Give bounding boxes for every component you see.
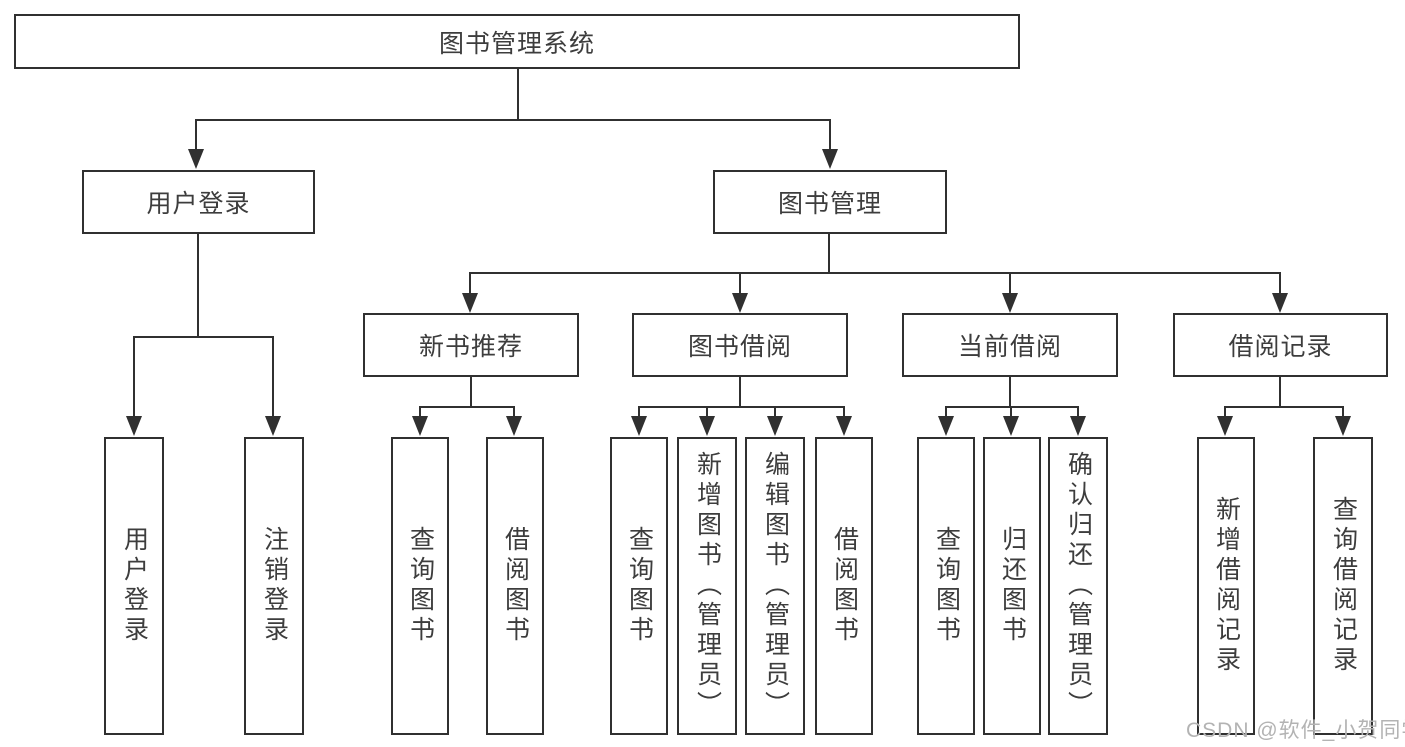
connector-line <box>517 68 519 119</box>
leaf-add-borrow-record: 新增借阅记录 <box>1197 437 1255 735</box>
leaf-borrow-books-recommend: 借阅图书 <box>486 437 544 735</box>
node-book-borrowing: 图书借阅 <box>632 313 848 377</box>
leaf-label: 新增借阅记录 <box>1212 496 1241 676</box>
arrow-down-icon <box>938 406 954 436</box>
leaf-query-borrow-record: 查询借阅记录 <box>1313 437 1373 735</box>
arrow-down-icon <box>412 406 428 436</box>
leaf-label: 编辑图书（管理员） <box>761 451 790 721</box>
arrow-down-icon <box>1335 406 1351 436</box>
node-new-book-recommend: 新书推荐 <box>363 313 579 377</box>
arrow-down-icon <box>1003 406 1019 436</box>
arrow-down-icon <box>836 406 852 436</box>
node-book-management: 图书管理 <box>713 170 947 234</box>
node-borrowing-records: 借阅记录 <box>1173 313 1388 377</box>
leaf-label: 查询图书 <box>625 526 654 646</box>
arrow-down-icon <box>1272 272 1288 313</box>
leaf-add-books-admin: 新增图书（管理员） <box>677 437 737 735</box>
connector-line <box>945 406 1079 408</box>
leaf-label: 查询图书 <box>932 526 961 646</box>
connector-line <box>1224 406 1344 408</box>
leaf-logout-login: 注销登录 <box>244 437 304 735</box>
connector-line <box>197 233 199 336</box>
connector-line <box>739 377 741 406</box>
connector-line <box>133 336 274 338</box>
connector-line <box>195 119 831 121</box>
node-current-borrowing: 当前借阅 <box>902 313 1118 377</box>
arrow-down-icon <box>732 272 748 313</box>
leaf-confirm-return-admin: 确认归还（管理员） <box>1048 437 1108 735</box>
leaf-query-books-borrowing: 查询图书 <box>610 437 668 735</box>
leaf-borrow-books-borrowing: 借阅图书 <box>815 437 873 735</box>
connector-line <box>638 406 845 408</box>
leaf-label: 借阅图书 <box>501 526 530 646</box>
leaf-label: 确认归还（管理员） <box>1064 451 1093 721</box>
leaf-label: 注销登录 <box>260 526 289 646</box>
arrow-down-icon <box>188 119 204 169</box>
connector-line <box>1279 377 1281 406</box>
leaf-label: 新增图书（管理员） <box>693 451 722 721</box>
node-user-login: 用户登录 <box>82 170 315 234</box>
arrow-down-icon <box>1070 406 1086 436</box>
connector-line <box>419 406 515 408</box>
leaf-user-login: 用户登录 <box>104 437 164 735</box>
leaf-label: 查询图书 <box>406 526 435 646</box>
arrow-down-icon <box>265 336 281 436</box>
leaf-edit-books-admin: 编辑图书（管理员） <box>745 437 805 735</box>
arrow-down-icon <box>126 336 142 436</box>
connector-line <box>469 272 1281 274</box>
arrow-down-icon <box>1217 406 1233 436</box>
connector-line <box>828 233 830 272</box>
leaf-label: 用户登录 <box>120 526 149 646</box>
leaf-query-books-current: 查询图书 <box>917 437 975 735</box>
arrow-down-icon <box>462 272 478 313</box>
csdn-watermark: CSDN @软件_小贺同学 <box>1186 719 1405 742</box>
leaf-label: 查询借阅记录 <box>1329 496 1358 676</box>
node-library-system: 图书管理系统 <box>14 14 1020 69</box>
leaf-label: 借阅图书 <box>830 526 859 646</box>
connector-line <box>470 377 472 406</box>
leaf-label: 归还图书 <box>998 526 1027 646</box>
leaf-return-books: 归还图书 <box>983 437 1041 735</box>
arrow-down-icon <box>767 406 783 436</box>
arrow-down-icon <box>1002 272 1018 313</box>
arrow-down-icon <box>631 406 647 436</box>
connector-line <box>1009 377 1011 406</box>
arrow-down-icon <box>822 119 838 169</box>
leaf-query-books-recommend: 查询图书 <box>391 437 449 735</box>
arrow-down-icon <box>699 406 715 436</box>
arrow-down-icon <box>506 406 522 436</box>
